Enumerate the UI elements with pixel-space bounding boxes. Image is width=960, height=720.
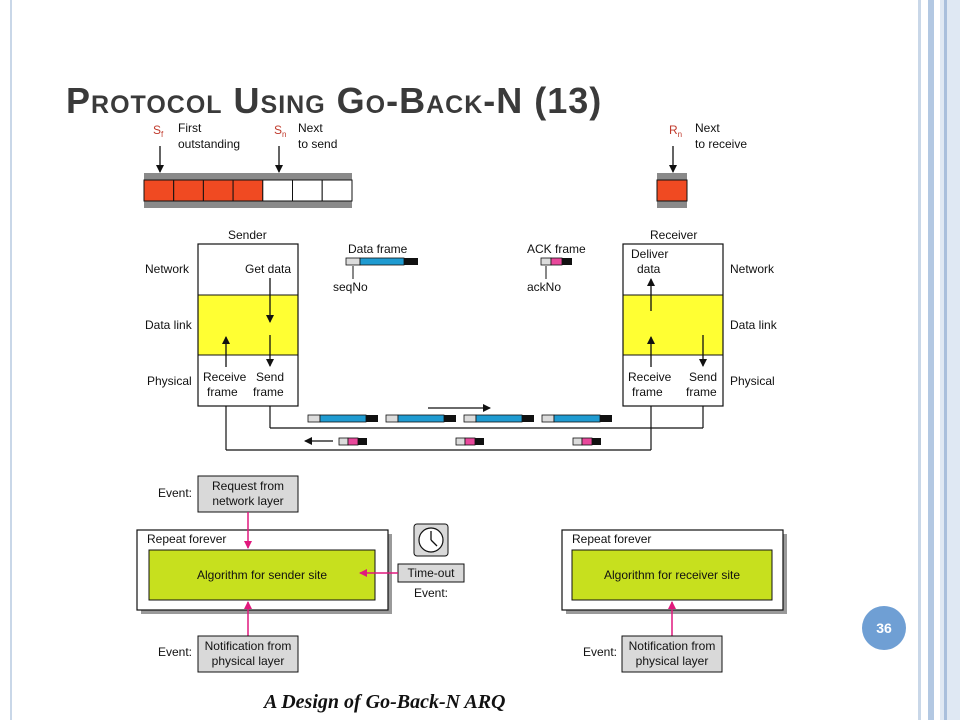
receiver-datalink-label: Data link: [730, 318, 778, 332]
sender-notify-label-2: physical layer: [212, 654, 285, 668]
receiver-repeat-label: Repeat forever: [572, 532, 651, 546]
sender-datalink-label: Data link: [145, 318, 193, 332]
request-label-1: Request from: [212, 479, 284, 493]
event-label-receiver-notify: Event:: [583, 645, 617, 659]
figure-caption: A Design of Go-Back-N ARQ: [264, 691, 506, 713]
sf-label: Sf: [153, 123, 164, 139]
ack-frame-legend: ACK frame ackNo: [527, 242, 586, 294]
transmission-channel: [225, 404, 704, 451]
window-slots: [143, 179, 353, 202]
to-receive-label: to receive: [695, 137, 747, 151]
data-frame-in-transit: [307, 414, 378, 423]
seqno-label: seqNo: [333, 280, 368, 294]
data-frame-in-transit: [463, 414, 534, 423]
receiver-network-label: Network: [730, 262, 775, 276]
receiver-title: Receiver: [650, 228, 697, 242]
next-label: Next: [298, 121, 323, 135]
sender-repeat-label: Repeat forever: [147, 532, 226, 546]
page-number-badge: 36: [862, 606, 906, 650]
receiver-notify-label-1: Notification from: [629, 639, 716, 653]
receiver-physical-label: Physical: [730, 374, 775, 388]
sender-stack: Sender Network Data link Physical Get da…: [145, 228, 299, 407]
receiver-send-label-2: frame: [686, 385, 717, 399]
first-label: First: [178, 121, 202, 135]
receiver-receive-label-2: frame: [632, 385, 663, 399]
svg-text:Data frame: Data frame: [348, 242, 408, 256]
deliver-label-2: data: [637, 262, 661, 276]
svg-text:ACK frame: ACK frame: [527, 242, 586, 256]
event-label-notify: Event:: [158, 645, 192, 659]
sender-event-diagram: Event: Request from network layer Repeat…: [136, 475, 465, 673]
event-label-request: Event:: [158, 486, 192, 500]
left-border-line: [10, 0, 12, 720]
receiver-notify-label-2: physical layer: [636, 654, 709, 668]
receiver-send-label-1: Send: [689, 370, 717, 384]
sender-notify-label-1: Notification from: [205, 639, 292, 653]
sender-network-label: Network: [145, 262, 190, 276]
clock-icon: [413, 523, 449, 557]
receiver-event-diagram: Repeat forever Algorithm for receiver si…: [561, 529, 787, 673]
data-frame-in-transit: [385, 414, 456, 423]
timeout-label: Time-out: [408, 566, 456, 580]
ack-frame-in-transit: [338, 437, 367, 446]
sender-receive-label-1: Receive: [203, 370, 247, 384]
outstanding-label: outstanding: [178, 137, 240, 151]
event-label-timeout: Event:: [414, 586, 448, 600]
slide-title: Protocol Using Go-Back-N (13): [66, 80, 603, 121]
right-border-decoration: [918, 0, 960, 720]
sender-physical-label: Physical: [147, 374, 192, 388]
sender-algorithm-label: Algorithm for sender site: [197, 568, 327, 582]
sender-title: Sender: [228, 228, 267, 242]
deliver-label-1: Deliver: [631, 247, 668, 261]
receiver-window: Rn Next to receive: [656, 121, 747, 208]
data-frame-legend: Data frame seqNo: [333, 242, 418, 294]
ack-frame-in-transit: [572, 437, 601, 446]
ackno-label: ackNo: [527, 280, 561, 294]
sender-send-label-2: frame: [253, 385, 284, 399]
receiver-algorithm-label: Algorithm for receiver site: [604, 568, 740, 582]
sn-label: Sn: [274, 123, 286, 139]
sender-receive-label-2: frame: [207, 385, 238, 399]
next-receive-label: Next: [695, 121, 720, 135]
request-label-2: network layer: [212, 494, 283, 508]
sender-window: Sf First outstanding Sn Next to send: [143, 121, 353, 208]
rn-label: Rn: [669, 123, 682, 139]
to-send-label: to send: [298, 137, 337, 151]
receiver-receive-label-1: Receive: [628, 370, 672, 384]
sender-send-label-1: Send: [256, 370, 284, 384]
receiver-stack: Receiver Network Data link Physical Deli…: [622, 228, 778, 407]
get-data-label: Get data: [245, 262, 291, 276]
data-frame-in-transit: [541, 414, 612, 423]
ack-frame-in-transit: [455, 437, 484, 446]
page-number: 36: [876, 620, 892, 636]
